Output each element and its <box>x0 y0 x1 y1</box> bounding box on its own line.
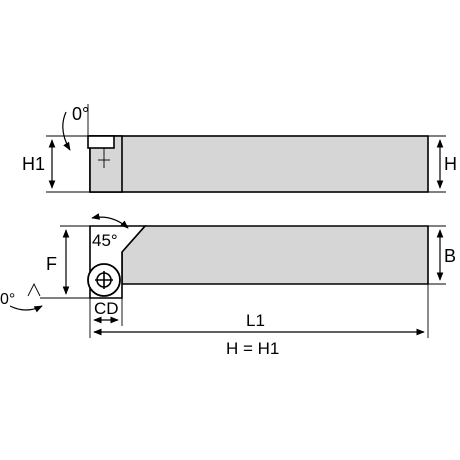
b-dimension: B <box>428 225 456 285</box>
side-angle-label: 0° <box>72 104 89 124</box>
front-angle-label: 0° <box>0 291 15 308</box>
angle-45-label: 45° <box>92 231 118 250</box>
side-view: H1 H 0° <box>22 104 457 193</box>
h1-dimension: H1 <box>22 135 92 193</box>
side-view-shank <box>89 135 429 193</box>
top-view: F 45° B 0° CD <box>0 213 456 358</box>
b-label: B <box>444 246 456 266</box>
cd-label: CD <box>94 299 119 318</box>
side-angle-indicator: 0° <box>62 104 89 151</box>
f-dimension: F <box>40 225 92 299</box>
h-equals-h1-label: H = H1 <box>226 339 279 358</box>
h1-label: H1 <box>22 154 45 174</box>
round-insert <box>87 263 121 297</box>
approach-angle-indicator: 45° <box>91 213 129 250</box>
cd-dimension: CD <box>89 298 123 326</box>
side-view-insert-seat <box>87 135 115 149</box>
h-dimension: H <box>428 135 457 193</box>
f-label: F <box>46 254 57 274</box>
l1-dimension: L1 H = H1 <box>89 284 429 358</box>
front-angle-indicator: 0° <box>0 282 43 313</box>
l1-label: L1 <box>246 311 265 330</box>
top-view-shank <box>121 225 429 285</box>
h-label: H <box>444 154 457 174</box>
